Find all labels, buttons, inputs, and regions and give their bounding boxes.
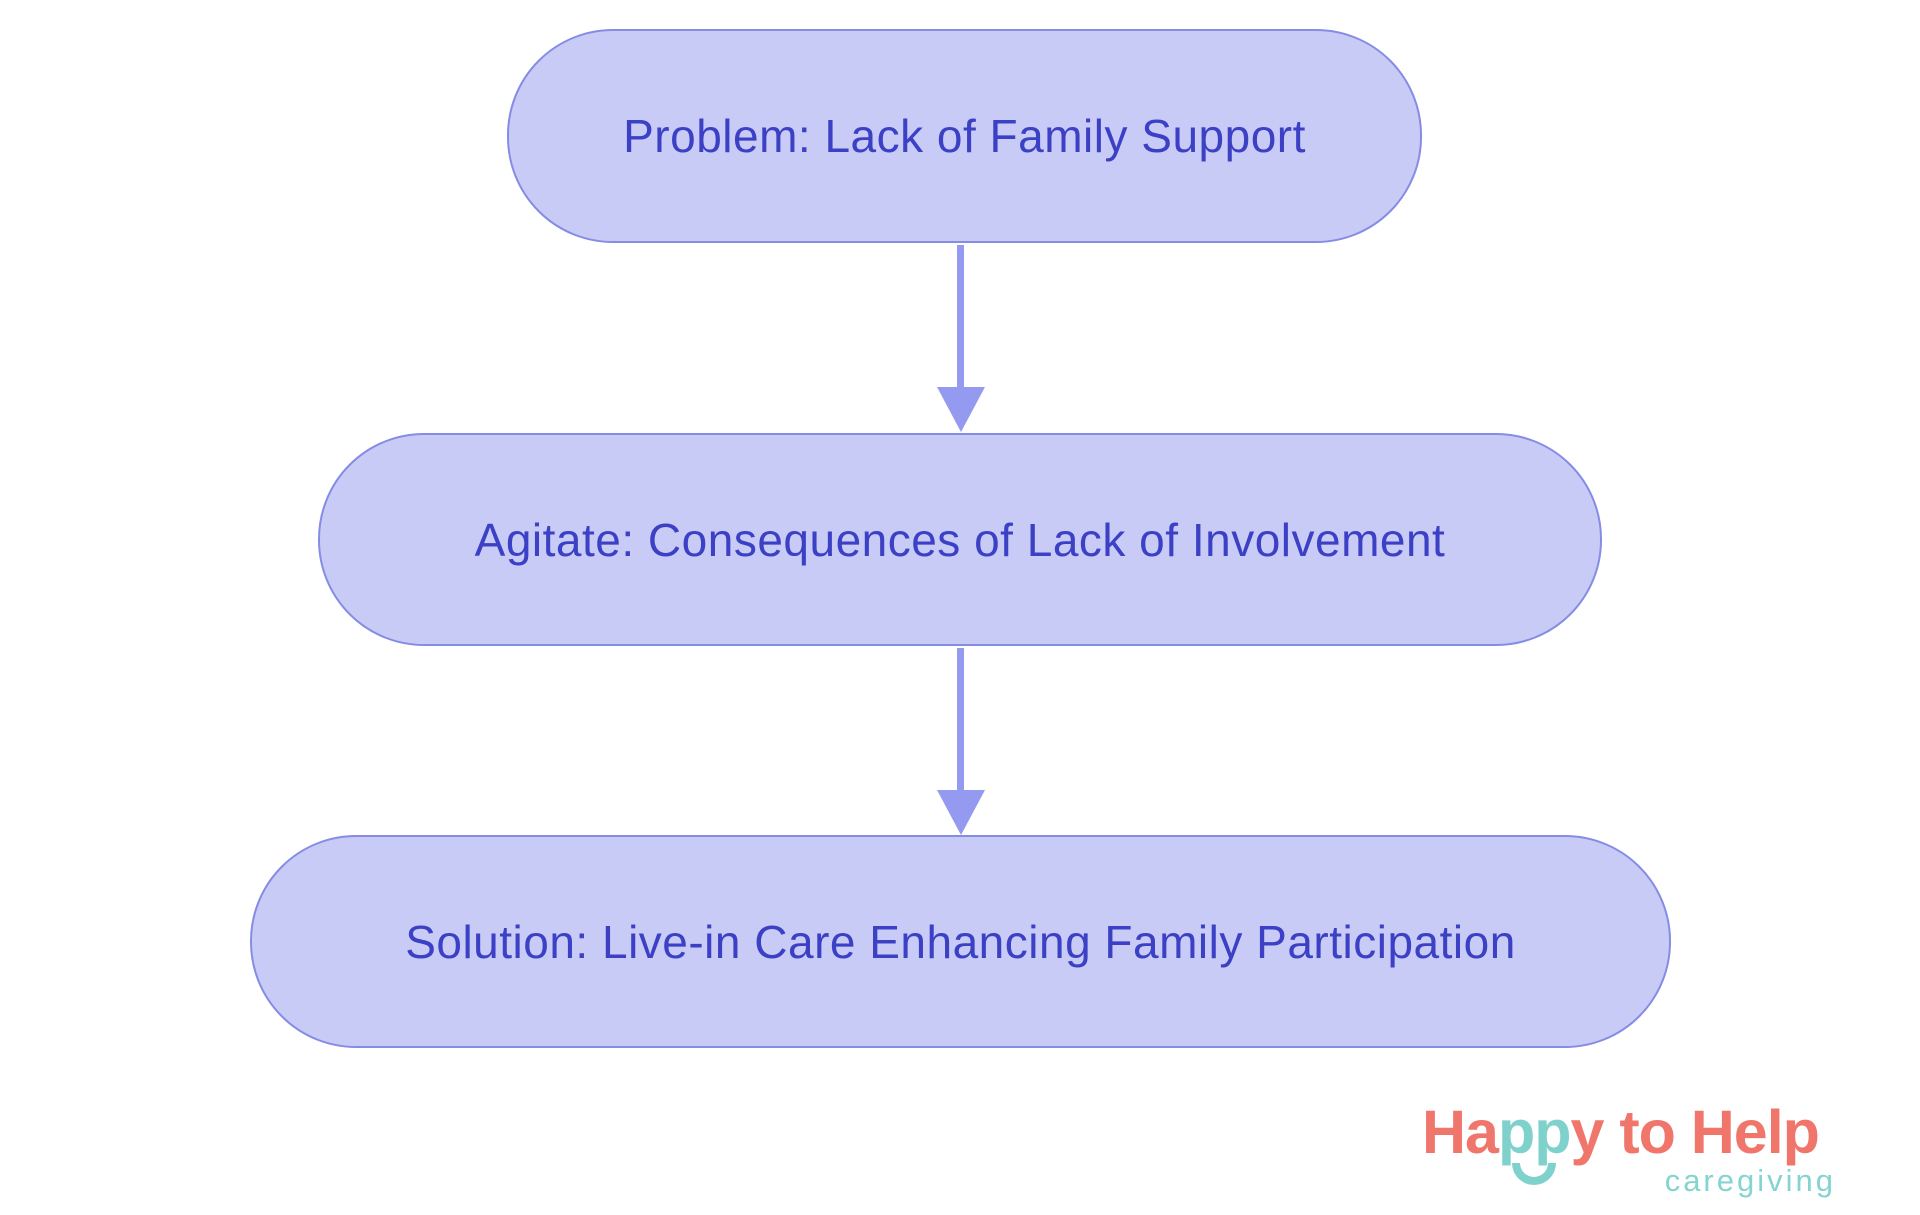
arrow-down-icon <box>937 790 985 835</box>
smile-icon <box>1512 1163 1557 1185</box>
logo-text-pp: pp <box>1497 1098 1572 1166</box>
logo-tagline: caregiving <box>1664 1163 1836 1198</box>
logo-text-to: to <box>1619 1098 1676 1166</box>
flow-connector-2-line <box>957 648 964 791</box>
flow-connector-1-line <box>957 245 964 388</box>
logo-text-pp-wrap: pp <box>1497 1098 1572 1185</box>
flow-node-solution: Solution: Live-in Care Enhancing Family … <box>250 835 1671 1048</box>
flow-node-problem: Problem: Lack of Family Support <box>507 29 1422 243</box>
flow-node-agitate: Agitate: Consequences of Lack of Involve… <box>318 433 1602 646</box>
flow-node-agitate-label: Agitate: Consequences of Lack of Involve… <box>474 513 1446 566</box>
flow-node-solution-label: Solution: Live-in Care Enhancing Family … <box>405 915 1516 968</box>
flow-node-problem-label: Problem: Lack of Family Support <box>623 110 1306 162</box>
arrow-down-icon <box>937 387 985 432</box>
logo-text-ha: Ha <box>1422 1098 1499 1166</box>
logo-text-y: y <box>1570 1098 1605 1166</box>
logo-text-help: Help <box>1690 1098 1820 1166</box>
